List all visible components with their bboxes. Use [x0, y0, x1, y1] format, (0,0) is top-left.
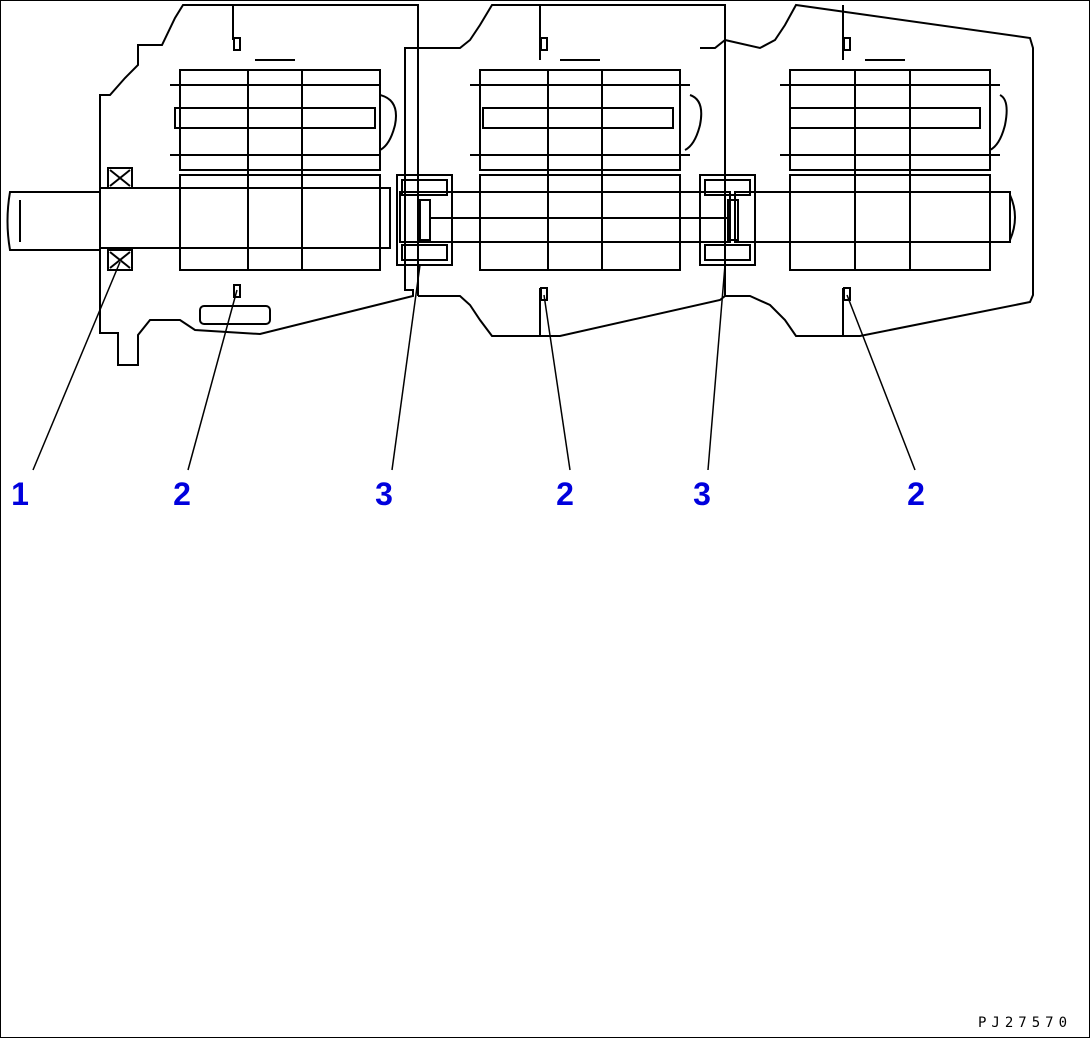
gear-set-rear — [780, 59, 1008, 271]
dowel-pin — [199, 305, 271, 325]
gear-set-middle — [470, 59, 703, 271]
callout-3-front: 3 — [375, 476, 393, 512]
coupling-rear — [699, 174, 756, 266]
leader-lines — [32, 261, 916, 471]
leader-line-2c — [846, 294, 916, 471]
leader-line-3b — [707, 264, 726, 471]
callout-2-rear: 2 — [907, 476, 925, 512]
leader-line-3a — [391, 264, 421, 471]
leader-line-2b — [543, 294, 571, 471]
leader-line-1 — [32, 261, 121, 471]
callout-2-middle: 2 — [556, 476, 574, 512]
callout-2-front: 2 — [173, 476, 191, 512]
leader-line-2a — [187, 289, 238, 471]
callout-3-rear: 3 — [693, 476, 711, 512]
callout-1: 1 — [11, 476, 29, 512]
drive-shaft — [6, 187, 1016, 251]
oil-seal — [107, 167, 133, 271]
drawing-code: PJ27570 — [978, 1015, 1073, 1031]
coupling-front — [396, 174, 453, 266]
gear-set-front — [170, 59, 397, 271]
o-rings — [233, 37, 851, 301]
